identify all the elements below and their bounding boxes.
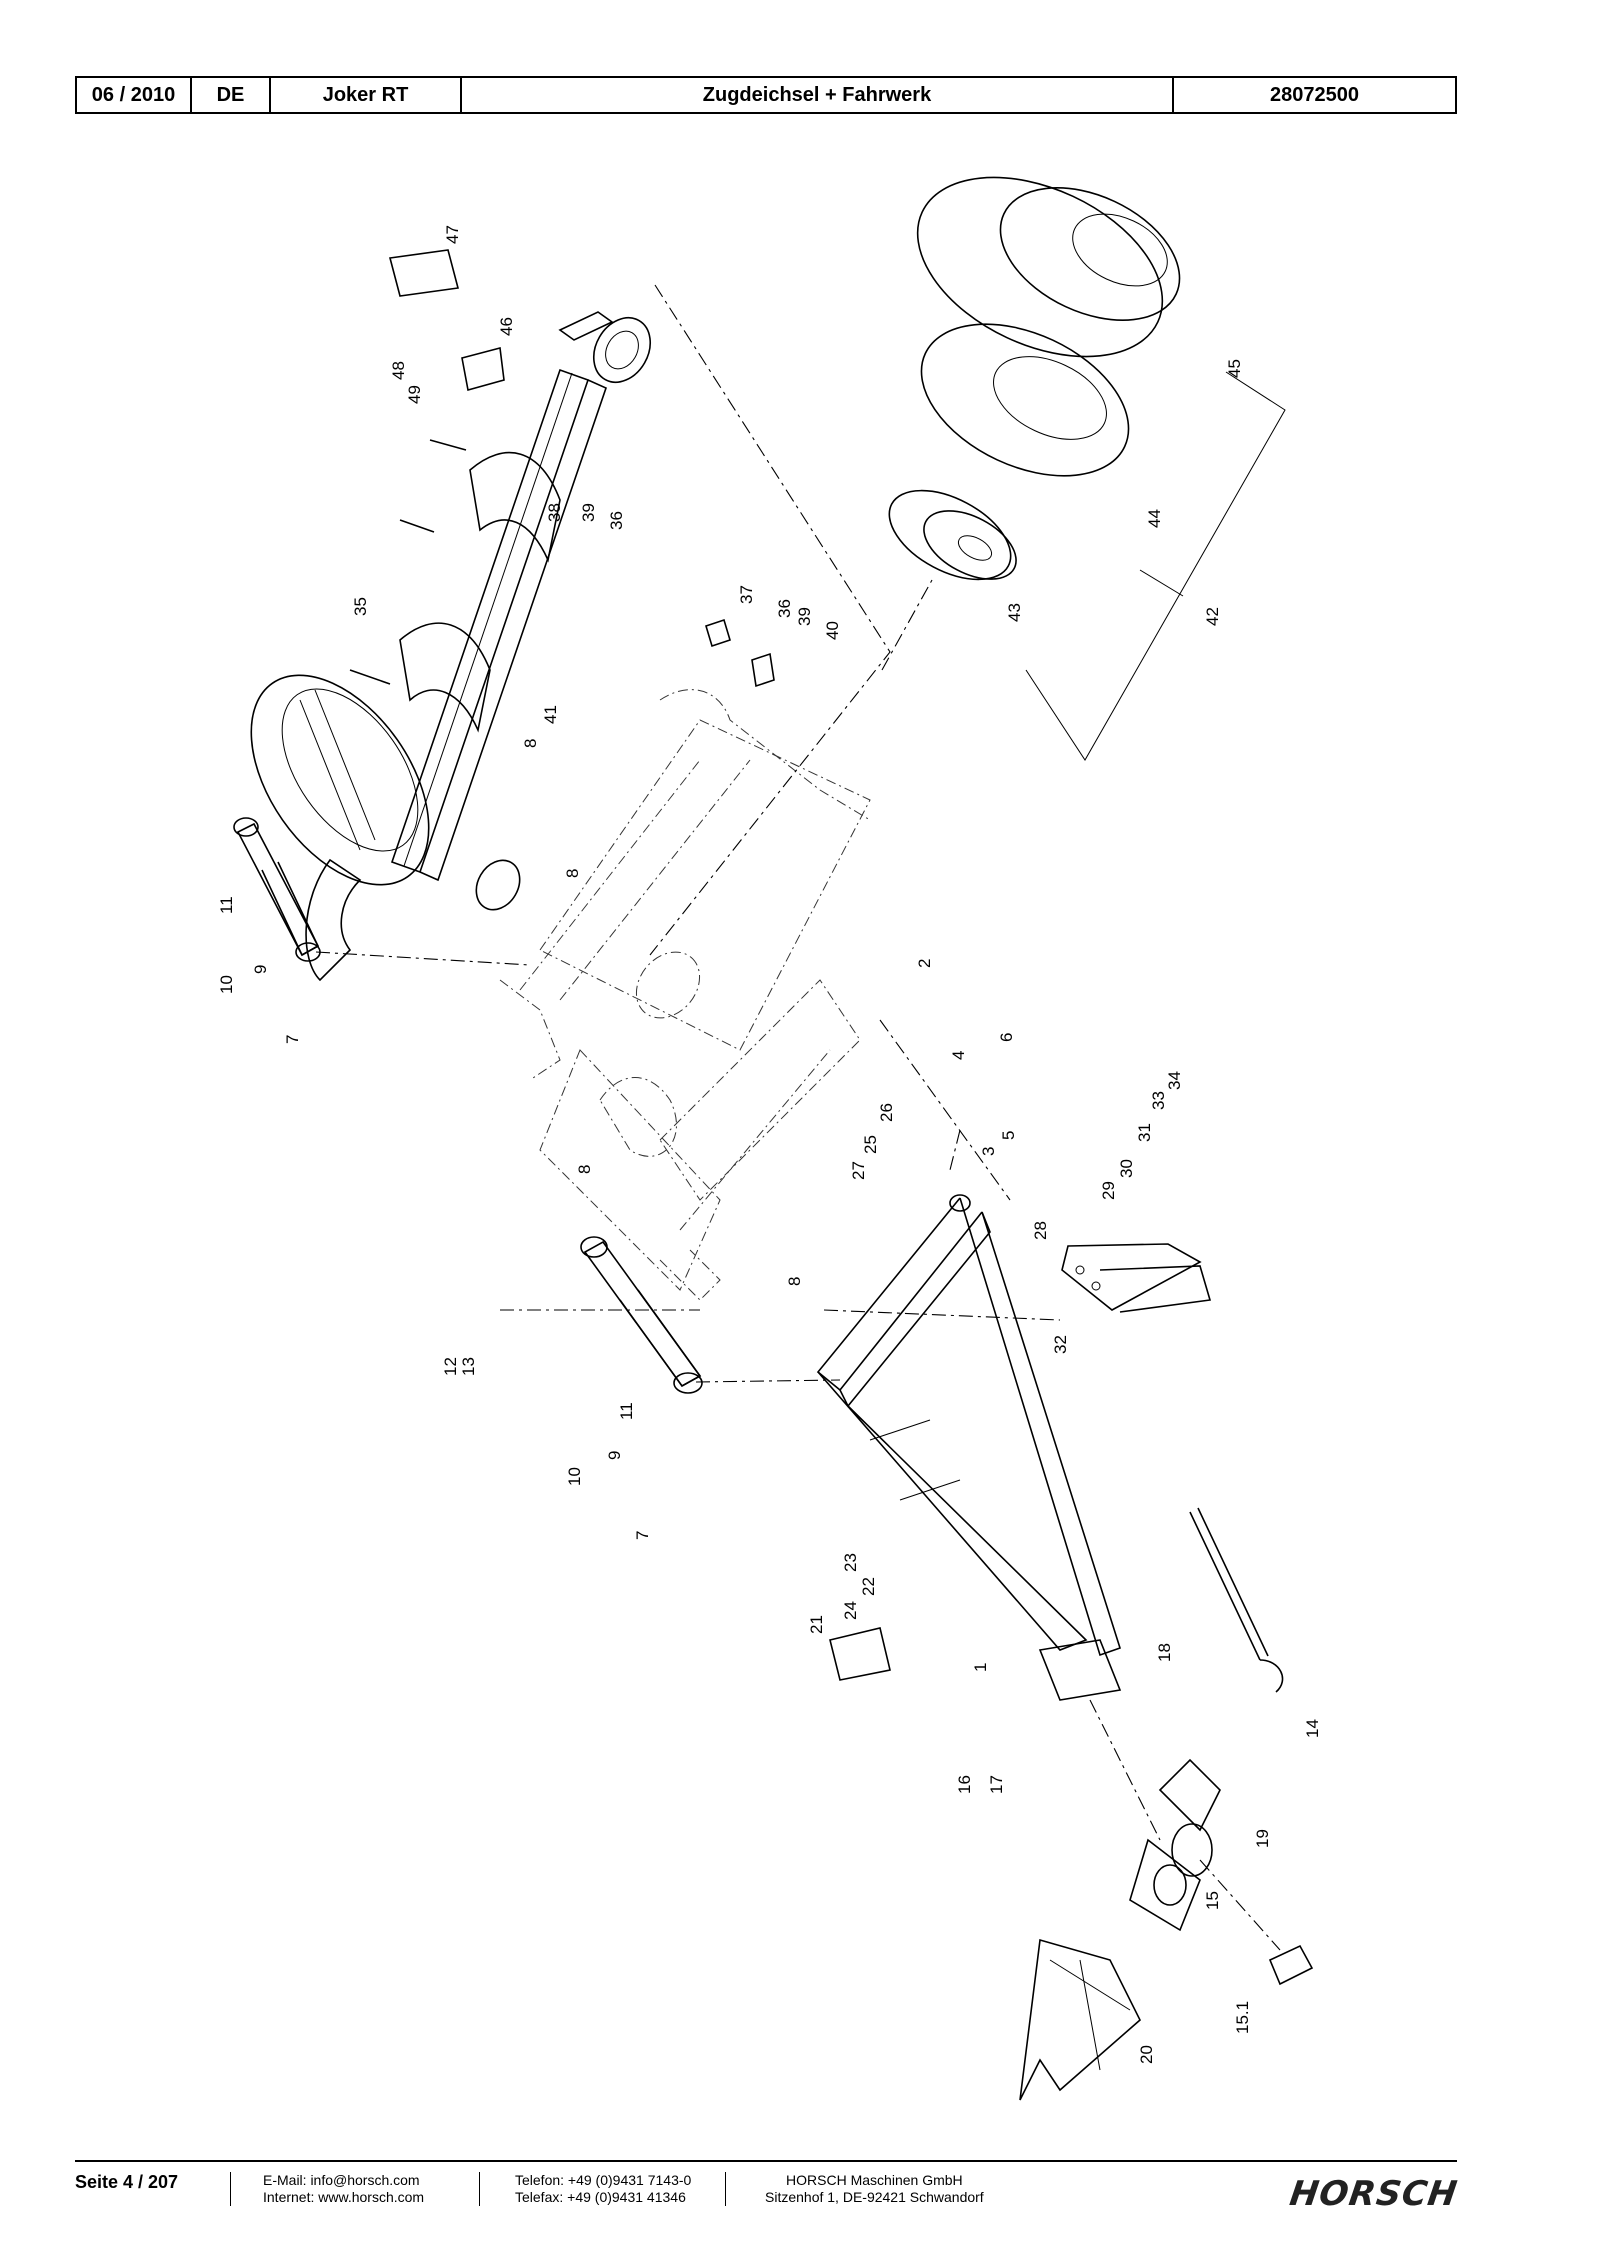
label-1: 1 — [971, 1663, 990, 1672]
label-30: 30 — [1117, 1159, 1136, 1178]
label-17: 17 — [987, 1775, 1006, 1794]
label-12: 12 — [441, 1357, 460, 1376]
label-31: 31 — [1135, 1123, 1154, 1142]
label-9a: 9 — [251, 965, 270, 974]
hydraulic-cylinder-lower — [580, 1236, 703, 1394]
label-22: 22 — [859, 1577, 878, 1596]
footer-contact-web: E-Mail: info@horsch.com Internet: www.ho… — [263, 2172, 424, 2206]
footer-website[interactable]: Internet: www.horsch.com — [263, 2189, 425, 2205]
label-47: 47 — [443, 225, 462, 244]
footer-fax: Telefax: +49 (0)9431 41346 — [515, 2189, 686, 2205]
label-48: 48 — [389, 361, 408, 380]
header-date: 06 / 2010 — [77, 78, 192, 112]
main-frame — [499, 689, 871, 1301]
axle-assembly — [305, 311, 652, 982]
wheel-left — [250, 674, 430, 886]
label-4: 4 — [949, 1051, 968, 1060]
label-46: 46 — [497, 317, 516, 336]
label-36: 36 — [607, 511, 626, 530]
label-13: 13 — [459, 1357, 478, 1376]
label-16: 16 — [955, 1775, 974, 1794]
label-15-1: 15.1 — [1233, 2001, 1252, 2034]
label-45: 45 — [1225, 359, 1244, 378]
footer-address: Sitzenhof 1, DE-92421 Schwandorf — [765, 2189, 984, 2205]
label-8b: 8 — [563, 869, 582, 878]
label-24: 24 — [841, 1601, 860, 1620]
label-11b: 11 — [617, 1402, 636, 1420]
label-41: 41 — [541, 705, 560, 724]
label-8d: 8 — [785, 1277, 804, 1286]
footer-separator — [479, 2172, 480, 2206]
label-33: 33 — [1149, 1091, 1168, 1110]
footer-contact-phone: Telefon: +49 (0)9431 7143-0 Telefax: +49… — [515, 2172, 691, 2206]
label-7a: 7 — [283, 1035, 302, 1044]
group-bracket — [1025, 371, 1286, 761]
label-9b: 9 — [605, 1451, 624, 1460]
label-27: 27 — [849, 1161, 868, 1180]
label-44: 44 — [1145, 509, 1164, 528]
coupling-parts — [1019, 1758, 1314, 2101]
label-11a: 11 — [217, 896, 236, 914]
support-foot — [1061, 1243, 1212, 1313]
label-42: 42 — [1203, 607, 1222, 626]
label-20: 20 — [1137, 2045, 1156, 2064]
footer-phone: Telefon: +49 (0)9431 7143-0 — [515, 2172, 692, 2188]
label-34: 34 — [1165, 1071, 1184, 1090]
label-28: 28 — [1031, 1221, 1050, 1240]
horsch-logo: HORSCH — [1286, 2174, 1460, 2214]
label-7b: 7 — [633, 1531, 652, 1540]
label-23: 23 — [841, 1553, 860, 1572]
label-14: 14 — [1303, 1719, 1322, 1738]
header-table: 06 / 2010 DE Joker RT Zugdeichsel + Fahr… — [75, 76, 1457, 114]
label-38: 38 — [545, 503, 564, 522]
tow-bar — [816, 1194, 1122, 1701]
label-15: 15 — [1203, 1891, 1222, 1910]
label-36b: 36 — [775, 599, 794, 618]
label-10b: 10 — [565, 1467, 584, 1486]
label-8a: 8 — [521, 739, 540, 748]
footer-rule — [75, 2160, 1457, 2162]
header-docno: 28072500 — [1270, 83, 1359, 106]
label-35: 35 — [351, 597, 370, 616]
label-8c: 8 — [575, 1165, 594, 1174]
leader-lines — [315, 284, 1281, 1951]
label-19: 19 — [1253, 1829, 1272, 1848]
small-parts — [388, 249, 891, 1681]
label-2: 2 — [915, 959, 934, 968]
label-39b: 39 — [795, 607, 814, 626]
label-21: 21 — [807, 1615, 826, 1634]
label-18: 18 — [1155, 1643, 1174, 1662]
header-language: DE — [192, 78, 271, 112]
label-37: 37 — [737, 585, 756, 604]
footer-company: HORSCH Maschinen GmbH — [786, 2172, 963, 2188]
label-25: 25 — [861, 1135, 880, 1154]
label-39: 39 — [579, 503, 598, 522]
label-29: 29 — [1099, 1181, 1118, 1200]
label-40: 40 — [823, 621, 842, 640]
header-title: Zugdeichsel + Fahrwerk — [462, 78, 1174, 112]
label-32: 32 — [1051, 1335, 1070, 1354]
wheel-set — [888, 176, 1181, 581]
footer-company-block: HORSCH Maschinen GmbH Sitzenhof 1, DE-92… — [765, 2172, 984, 2206]
label-43: 43 — [1005, 603, 1024, 622]
label-5: 5 — [999, 1131, 1018, 1140]
hydraulic-cylinder-upper — [233, 817, 321, 962]
part-numbers: 47 46 48 49 38 39 36 37 36 39 40 35 41 8… — [217, 225, 1322, 2064]
header-machine: Joker RT — [271, 78, 462, 112]
safety-chain — [1189, 1507, 1284, 1693]
footer: Seite 4 / 207 E-Mail: info@horsch.com In… — [75, 2168, 1460, 2228]
label-49: 49 — [405, 385, 424, 404]
label-10a: 10 — [217, 975, 236, 994]
footer-separator — [725, 2172, 726, 2206]
label-3: 3 — [979, 1147, 998, 1156]
footer-email[interactable]: E-Mail: info@horsch.com — [263, 2172, 420, 2188]
page-number: Seite 4 / 207 — [75, 2172, 179, 2192]
footer-separator — [230, 2172, 231, 2206]
label-6: 6 — [997, 1033, 1016, 1042]
label-26: 26 — [877, 1103, 896, 1122]
